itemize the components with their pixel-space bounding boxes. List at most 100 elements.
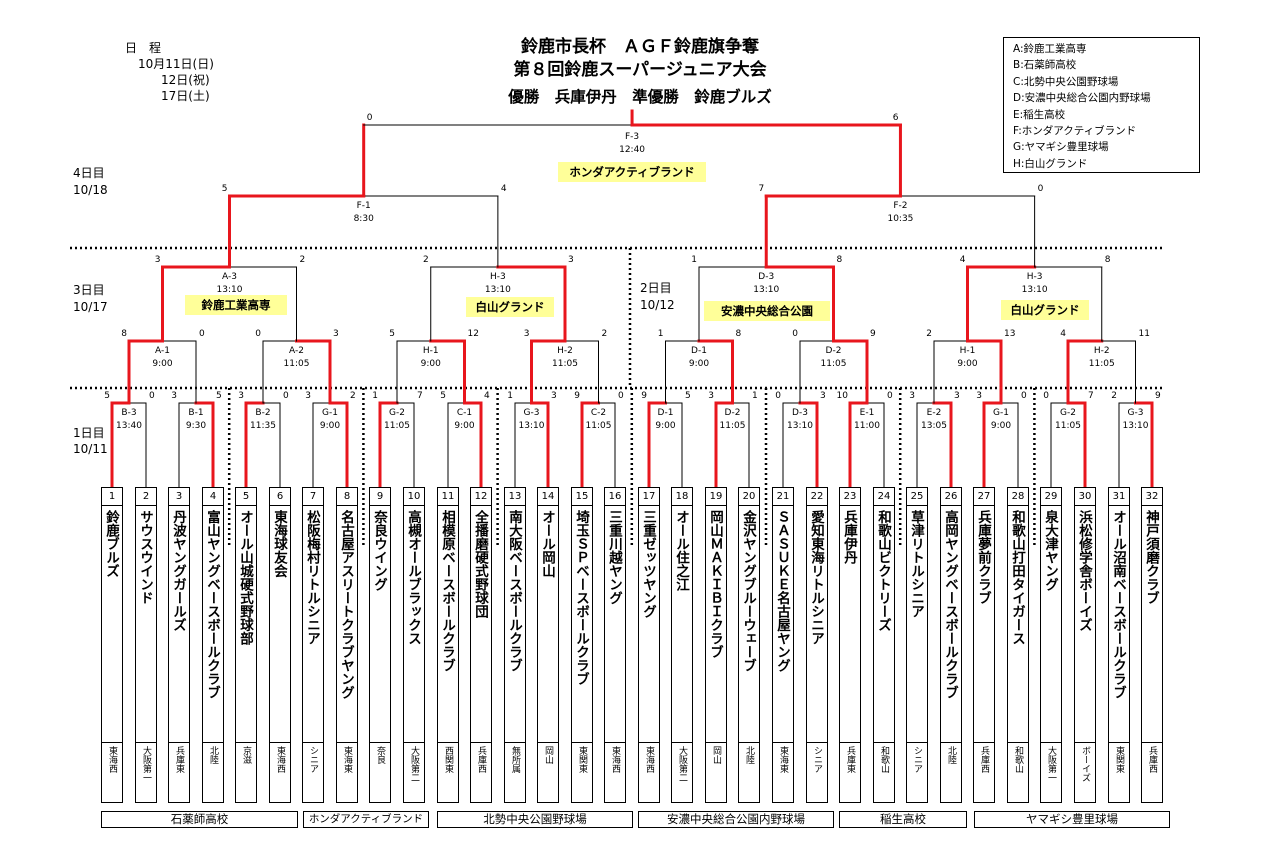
team-divider [471,742,491,743]
match-score: 3 [909,391,915,401]
team-number: 32 [1142,488,1162,506]
match-id: D-1 [691,346,707,356]
match-time: 9:00 [454,421,475,431]
match-score: 1 [752,391,758,401]
team-number: 6 [270,488,290,506]
match-id: D-2 [724,408,741,418]
team-number: 10 [404,488,424,506]
match-score: 0 [366,113,373,123]
team-name: サウスウインド [137,510,153,605]
team-region: 北陸 [744,746,754,764]
legend-item: A:鈴鹿工業高専 [1013,43,1087,55]
match-time: 11:05 [719,421,746,431]
venue-label-c: 北勢中央公園野球場 [437,811,633,828]
team-divider [1109,742,1129,743]
match-id: A-1 [155,346,170,356]
team-name: オール山城硬式野球部 [237,510,253,645]
team-number: 9 [370,488,390,506]
match-score: 13 [1004,329,1016,339]
match-id: C-1 [456,408,473,418]
team-name: 富山ヤングベースボールクラブ [204,510,220,699]
team-name: 高岡ヤングベースボールクラブ [942,510,958,699]
match-score: 3 [154,255,161,265]
match-time: 12:40 [619,145,646,155]
team-number: 19 [706,488,726,506]
match-score: 4 [959,255,966,265]
match-id: B-1 [188,408,204,418]
match-score: 2 [926,329,932,339]
match-score: 9 [1155,391,1161,401]
match-score: 1 [372,391,378,401]
match-score: 9 [870,329,876,339]
match-score: 5 [440,391,446,401]
match-score: 1 [507,391,513,401]
match-id: H-2 [557,346,573,356]
match-time: 9:00 [152,359,173,369]
day3-label: 3日目 [73,283,105,297]
team-divider [807,742,827,743]
team-name: 三重ゼッツヤング [640,510,656,618]
match-id: A-3 [222,272,237,282]
team-region: 東関東 [577,746,587,773]
match-time: 9:30 [185,421,207,431]
match-score: 4 [484,391,490,401]
legend-item: E:稲生高校 [1013,108,1066,121]
match-score: 8 [1104,255,1111,265]
match-id: E-2 [926,408,942,418]
team-region: 大阪第二 [409,746,419,782]
match-id: B-3 [121,408,137,418]
match-score: 8 [121,329,127,339]
team-number: 11 [438,488,458,506]
team-divider [572,742,592,743]
team-divider [941,742,961,743]
team-number: 7 [303,488,323,506]
team-divider [840,742,860,743]
match-score: 2 [423,255,429,265]
team-region: 京滋 [241,746,251,764]
team-name: 松阪梅村リトルシニア [304,510,320,645]
team-region: 兵庫東 [845,746,855,773]
match-time: 9:00 [990,421,1012,431]
legend-item: B:石薬師高校 [1013,59,1077,72]
team-number: 2 [136,488,156,506]
team-region: 東海西 [107,746,117,773]
team-region: 和歌山 [879,746,889,773]
team-region: 奈良 [375,746,385,764]
team-number: 31 [1109,488,1129,506]
match-score: 0 [1021,391,1027,401]
team-number: 22 [807,488,827,506]
legend-item: G:ヤマギシ豊里球場 [1013,141,1109,154]
match-score: 7 [417,391,423,401]
match-time: 9:00 [420,359,441,369]
match-score: 11 [1138,329,1150,339]
team-number: 18 [672,488,692,506]
match-score: 5 [216,391,222,401]
match-id: D-3 [792,408,808,418]
venue-label-g: ヤマギシ豊里球場 [974,811,1170,828]
team-name: 高槻オールブラックス [405,510,421,645]
team-name: 神戸須磨クラブ [1143,510,1159,605]
match-score: 2 [1111,391,1117,401]
match-score: 3 [305,391,311,401]
match-score: 3 [568,255,574,265]
legend-item: C:北勢中央公園野球場 [1013,75,1119,88]
day4-label: 4日目 [73,166,105,180]
match-id: D-3 [758,272,775,282]
a3-venue-highlight: 鈴鹿工業高専 [185,295,287,315]
match-score: 1 [691,255,697,265]
match-score: 0 [775,391,781,401]
team-divider [1041,742,1061,743]
team-number: 27 [974,488,994,506]
team-name: オール住之江 [673,510,689,591]
match-time: 9:00 [655,421,676,431]
